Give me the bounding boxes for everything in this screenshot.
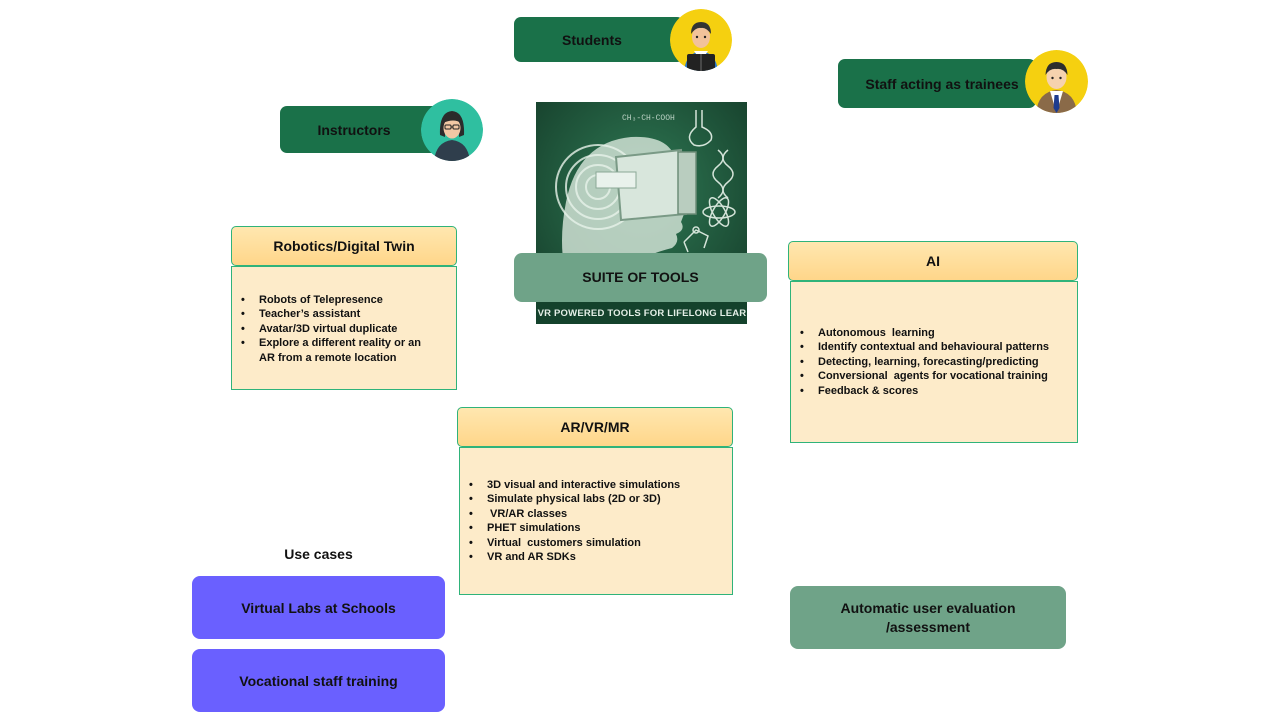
use-case-label: Virtual Labs at Schools: [241, 599, 396, 616]
list-item: Feedback & scores: [800, 384, 1077, 399]
staff-label: Staff acting as trainees: [865, 75, 1019, 92]
evaluation-box: Automatic user evaluation /assessment: [790, 586, 1066, 649]
ai-body: Autonomous learning Identify contextual …: [790, 281, 1078, 443]
students-label-box: Students: [514, 17, 684, 62]
list-item: Virtual customers simulation: [469, 536, 732, 551]
student-avatar-icon: [670, 9, 732, 71]
evaluation-line1: Automatic user evaluation: [840, 599, 1016, 616]
list-item: Autonomous learning: [800, 326, 1077, 341]
evaluation-line2: /assessment: [885, 618, 971, 635]
use-case-virtual-labs: Virtual Labs at Schools: [192, 576, 445, 639]
list-item: Simulate physical labs (2D or 3D): [469, 492, 732, 507]
ai-header: AI: [788, 241, 1078, 281]
arvr-body: 3D visual and interactive simulations Si…: [459, 447, 733, 595]
ai-list: Autonomous learning Identify contextual …: [791, 326, 1077, 398]
suite-of-tools-box: SUITE OF TOOLS: [514, 253, 767, 302]
suite-of-tools-label: SUITE OF TOOLS: [582, 269, 699, 285]
chalk-formula: CH₃-CH-COOH: [622, 114, 675, 123]
arvr-list: 3D visual and interactive simulations Si…: [460, 478, 732, 565]
robotics-body: Robots of Telepresence Teacher’s assista…: [231, 266, 457, 390]
list-item: PHET simulations: [469, 521, 732, 536]
use-cases-heading: Use cases: [284, 546, 353, 562]
robotics-title: Robotics/Digital Twin: [273, 238, 415, 254]
students-label: Students: [562, 31, 622, 48]
robotics-header: Robotics/Digital Twin: [231, 226, 457, 266]
use-case-label: Vocational staff training: [239, 672, 398, 689]
list-item: VR/AR classes: [469, 507, 732, 522]
list-item: 3D visual and interactive simulations: [469, 478, 732, 493]
list-item: Teacher’s assistant: [241, 307, 456, 322]
use-case-vocational-training: Vocational staff training: [192, 649, 445, 712]
list-item: VR and AR SDKs: [469, 550, 732, 565]
robotics-list: Robots of Telepresence Teacher’s assista…: [232, 293, 456, 365]
list-item: Explore a different reality or an AR fro…: [241, 336, 456, 365]
ai-title: AI: [926, 253, 940, 269]
list-item: Robots of Telepresence: [241, 293, 456, 308]
instructors-label-box: Instructors: [280, 106, 440, 153]
arvr-header: AR/VR/MR: [457, 407, 733, 447]
arvr-title: AR/VR/MR: [560, 419, 630, 435]
staff-avatar-icon: [1025, 50, 1088, 113]
instructor-avatar-icon: [421, 99, 483, 161]
list-item: Identify contextual and behavioural patt…: [800, 340, 1077, 355]
staff-label-box: Staff acting as trainees: [838, 59, 1036, 108]
list-item: Avatar/3D virtual duplicate: [241, 322, 456, 337]
list-item: Detecting, learning, forecasting/predict…: [800, 355, 1077, 370]
instructors-label: Instructors: [317, 121, 391, 138]
list-item: Conversional agents for vocational train…: [800, 369, 1077, 384]
banner-text: A.I & VR POWERED TOOLS FOR LIFELONG LEAR…: [536, 308, 747, 319]
